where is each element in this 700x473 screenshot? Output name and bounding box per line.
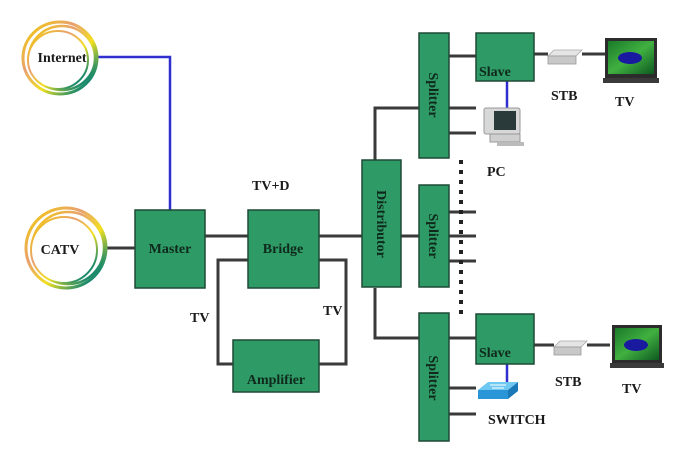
distributor-splitter-bottom-link bbox=[373, 288, 419, 340]
slave-top-box: Slave bbox=[475, 32, 535, 82]
tv-bottom-label: TV bbox=[622, 382, 641, 397]
splitter-bottom-box: Splitter bbox=[418, 312, 450, 442]
tv-bottom-icon bbox=[610, 325, 664, 368]
pc-label: PC bbox=[487, 165, 506, 180]
switch-icon bbox=[478, 382, 518, 399]
tv-d-label: TV+D bbox=[252, 179, 290, 194]
bridge-label: Bridge bbox=[263, 242, 303, 257]
catv-source: CATV bbox=[24, 206, 108, 290]
tv-right-label: TV bbox=[323, 304, 342, 319]
amplifier-label: Amplifier bbox=[247, 373, 305, 388]
splitter-bottom-label: Splitter bbox=[425, 355, 440, 400]
tv-top-label: TV bbox=[615, 95, 634, 110]
slave-bottom-box: Slave bbox=[475, 313, 535, 365]
stb-bottom-label: STB bbox=[555, 375, 581, 390]
splitter-top-label: Splitter bbox=[425, 72, 440, 117]
master-label: Master bbox=[149, 242, 192, 257]
stb-bottom-icon bbox=[553, 340, 588, 356]
dotted-continuation-line bbox=[459, 160, 463, 314]
master-box: Master bbox=[134, 209, 206, 289]
distributor-box: Distributor bbox=[361, 159, 402, 288]
distributor-label: Distributor bbox=[373, 190, 388, 258]
slave-top-label: Slave bbox=[479, 65, 511, 80]
tv-top-icon bbox=[603, 38, 659, 83]
bridge-box: Bridge bbox=[247, 209, 320, 289]
internet-source: Internet bbox=[21, 20, 99, 96]
stb-top-icon bbox=[547, 49, 583, 65]
splitter-mid-box: Splitter bbox=[418, 184, 450, 288]
slave-bottom-label: Slave bbox=[479, 346, 511, 361]
bridge-amplifier-right-loop bbox=[319, 258, 348, 366]
amplifier-box: Amplifier bbox=[232, 339, 320, 393]
tv-left-label: TV bbox=[190, 311, 209, 326]
internet-master-link bbox=[95, 55, 172, 210]
internet-label: Internet bbox=[38, 51, 87, 66]
bridge-amplifier-left-loop bbox=[216, 258, 249, 366]
stb-top-label: STB bbox=[551, 89, 577, 104]
splitter-mid-label: Splitter bbox=[425, 213, 440, 258]
splitter-top-box: Splitter bbox=[418, 32, 450, 159]
switch-label: SWITCH bbox=[488, 413, 546, 428]
catv-label: CATV bbox=[41, 243, 80, 258]
distributor-splitter-top-link bbox=[373, 106, 419, 160]
pc-icon bbox=[483, 107, 524, 146]
